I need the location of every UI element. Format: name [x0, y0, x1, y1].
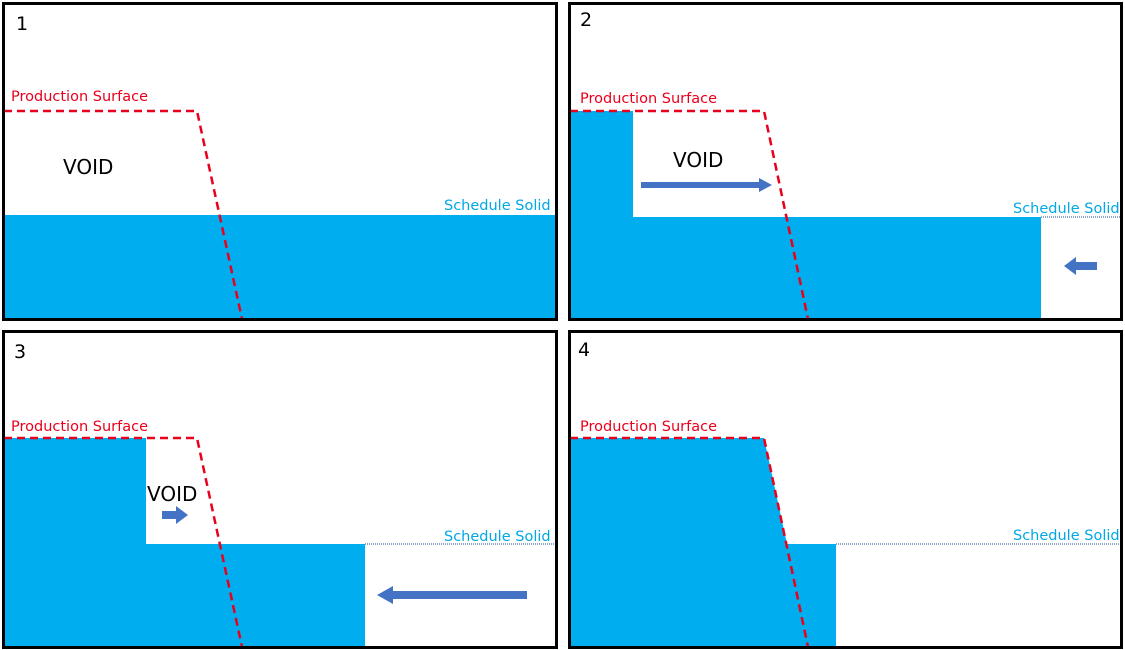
production-surface-label: Production Surface — [11, 89, 148, 105]
backfill-block — [570, 438, 836, 647]
arrow-right-icon — [162, 506, 188, 524]
schedule-solid-label: Schedule Solid — [1013, 201, 1120, 217]
void-label: VOID — [673, 148, 723, 172]
panel-border — [568, 330, 1123, 649]
panel-3: 3 Production Surface VOID Schedule Solid — [2, 330, 558, 649]
arrow-left-icon — [377, 586, 527, 604]
panel-4: 4 Production Surface Schedule Solid — [568, 330, 1123, 649]
production-surface-label: Production Surface — [11, 419, 148, 435]
schedule-solid-fill — [4, 544, 365, 647]
panel-number: 3 — [14, 341, 26, 363]
arrow-right-icon — [641, 178, 772, 192]
arrow-left-icon — [1064, 257, 1097, 275]
production-surface-label: Production Surface — [580, 419, 717, 435]
schedule-solid-label: Schedule Solid — [444, 529, 551, 545]
void-label: VOID — [63, 155, 113, 179]
panel-border — [2, 2, 558, 321]
schedule-solid-label: Schedule Solid — [444, 198, 551, 214]
backfill-block — [4, 438, 146, 546]
schedule-solid-fill — [570, 217, 1041, 319]
panel-number: 4 — [578, 339, 590, 361]
panel-2: 2 Production Surface VOID Schedule Solid — [568, 2, 1123, 321]
panel-number: 1 — [16, 13, 28, 35]
schedule-solid-label: Schedule Solid — [1013, 528, 1120, 544]
production-surface-label: Production Surface — [580, 91, 717, 107]
panel-border — [2, 330, 558, 649]
panel-border — [568, 2, 1123, 321]
panel-number: 2 — [580, 9, 592, 31]
panel-1: 1 Production Surface VOID Schedule Solid — [2, 2, 558, 321]
void-label: VOID — [147, 482, 197, 506]
schedule-solid-fill — [4, 215, 556, 319]
backfill-block — [570, 111, 633, 219]
